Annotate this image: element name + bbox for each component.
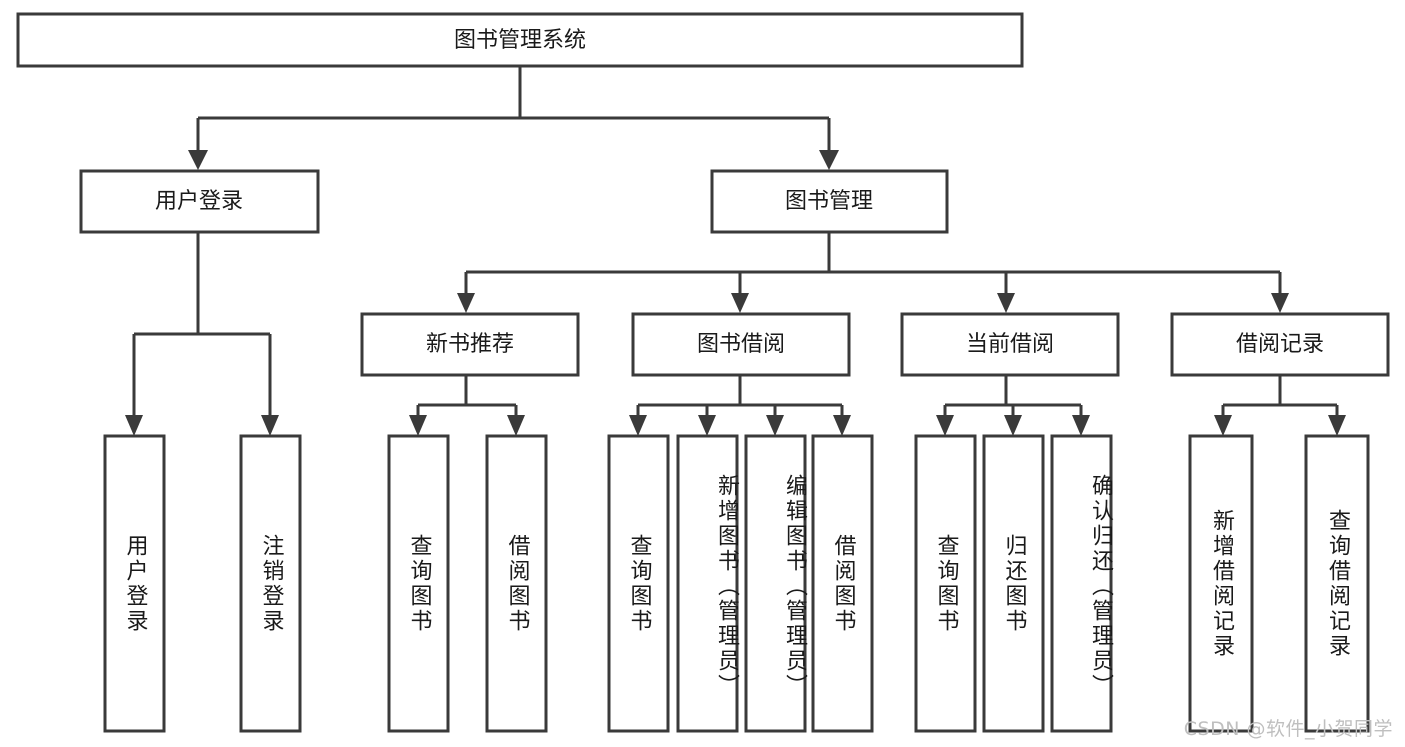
- connector-root-to-level2: [188, 66, 839, 170]
- arrowhead-c2: [1004, 415, 1022, 436]
- arrowhead-b3: [766, 415, 784, 436]
- leaf-borrow-record-0[interactable]: [1188, 434, 1254, 733]
- arrowhead-r1: [1214, 415, 1232, 436]
- arrowhead-book-manage: [819, 150, 839, 170]
- arrowhead-l3c: [997, 293, 1015, 313]
- node-user-login-label: 用户登录: [155, 189, 243, 214]
- node-new-book-recommend-label: 新书推荐: [426, 332, 514, 357]
- arrowhead-b1: [629, 415, 647, 436]
- node-book-management-label: 图书管理: [785, 189, 873, 214]
- leaf-borrow-record-1[interactable]: [1304, 434, 1370, 733]
- arrowhead-n2: [507, 415, 525, 436]
- arrowhead-r2: [1328, 415, 1346, 436]
- node-root-label: 图书管理系统: [454, 28, 586, 53]
- leaf-current-borrow-0[interactable]: [914, 434, 977, 733]
- node-book-borrow-label: 图书借阅: [697, 332, 785, 357]
- connector-book-manage-to-level3: [457, 232, 1289, 313]
- leaf-new-book-1[interactable]: [485, 434, 548, 733]
- node-borrow-record[interactable]: [1170, 312, 1390, 377]
- leaf-user-login-1[interactable]: [239, 434, 302, 733]
- leaf-book-borrow-1[interactable]: [676, 434, 739, 733]
- arrowhead-l3a: [457, 293, 475, 313]
- arrowhead-b2: [698, 415, 716, 436]
- arrowhead-l3b: [731, 293, 749, 313]
- connector-new-book-to-leaves: [409, 375, 525, 436]
- node-root-book-management-system[interactable]: [16, 12, 1024, 68]
- connector-current-borrow-to-leaves: [936, 375, 1090, 436]
- node-borrow-record-label: 借阅记录: [1236, 332, 1324, 357]
- arrowhead-c1: [936, 415, 954, 436]
- node-new-book-recommend[interactable]: [360, 312, 580, 377]
- node-current-borrow[interactable]: [900, 312, 1120, 377]
- arrowhead-n1: [409, 415, 427, 436]
- arrowhead-c3: [1072, 415, 1090, 436]
- leaf-book-borrow-2[interactable]: [744, 434, 807, 733]
- arrowhead-b4: [833, 415, 851, 436]
- arrowhead-u2: [261, 415, 279, 436]
- leaf-current-borrow-2[interactable]: [1050, 434, 1113, 733]
- connector-borrow-record-to-leaves: [1214, 375, 1346, 436]
- leaf-current-borrow-1[interactable]: [982, 434, 1045, 733]
- csdn-watermark: CSDN @软件_小贺同学: [1183, 718, 1393, 740]
- leaf-book-borrow-0[interactable]: [607, 434, 670, 733]
- arrowhead-u1: [125, 415, 143, 436]
- node-current-borrow-label: 当前借阅: [966, 332, 1054, 357]
- connector-book-borrow-to-leaves: [629, 375, 851, 436]
- leaf-book-borrow-3[interactable]: [811, 434, 874, 733]
- leaf-user-login-0[interactable]: [103, 434, 166, 733]
- leaf-new-book-0[interactable]: [387, 434, 450, 733]
- node-book-management[interactable]: [710, 169, 949, 234]
- node-book-borrow[interactable]: [631, 312, 851, 377]
- connector-user-login-to-leaves: [125, 232, 279, 436]
- node-user-login[interactable]: [79, 169, 320, 234]
- arrowhead-l3d: [1271, 293, 1289, 313]
- arrowhead-user-login: [188, 150, 208, 170]
